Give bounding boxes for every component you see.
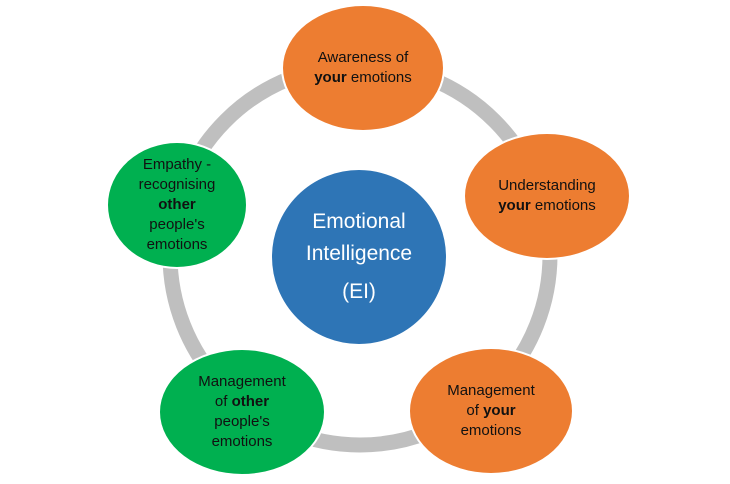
node-text: emotions (211, 433, 273, 450)
node-text: recognising (138, 176, 216, 193)
center-node-emotional-intelligence: Emotional Intelligence (EI) (270, 168, 448, 346)
node-text: Understanding (498, 177, 596, 194)
node-text: people's (214, 413, 270, 430)
emphasis: other (158, 196, 196, 213)
node-text: Empathy - (142, 156, 212, 173)
node-text: people's (149, 216, 205, 233)
node-text: Management (447, 382, 535, 399)
center-abbreviation: (EI) (342, 280, 376, 303)
node-text-line: your emotions (498, 196, 596, 216)
node-text: of (214, 393, 232, 410)
emphasis: other (231, 393, 270, 410)
node-awareness-of-your-emotions: Awareness of your emotions (281, 4, 445, 132)
center-title: Intelligence (305, 242, 413, 265)
node-management-of-other-emotions: Management of other people's emotions (158, 348, 326, 476)
emphasis: your (498, 197, 531, 214)
node-text-line: of other (215, 392, 269, 412)
node-text: of (466, 402, 484, 419)
node-text-line: of your (466, 401, 515, 421)
node-text: emotions (146, 236, 208, 253)
emphasis: your (483, 402, 516, 419)
node-text: emotions (460, 422, 522, 439)
node-text-line: your emotions (314, 68, 412, 88)
node-management-of-your-emotions: Management of your emotions (408, 347, 574, 475)
node-understanding-your-emotions: Understanding your emotions (463, 132, 631, 260)
node-text: Management (198, 373, 286, 390)
node-text: emotions (346, 69, 412, 86)
node-text: emotions (530, 197, 596, 214)
emphasis: your (314, 69, 347, 86)
node-empathy: Empathy - recognising other people's emo… (106, 141, 248, 269)
center-title: Emotional (312, 210, 406, 233)
node-text: Awareness of (317, 49, 409, 66)
